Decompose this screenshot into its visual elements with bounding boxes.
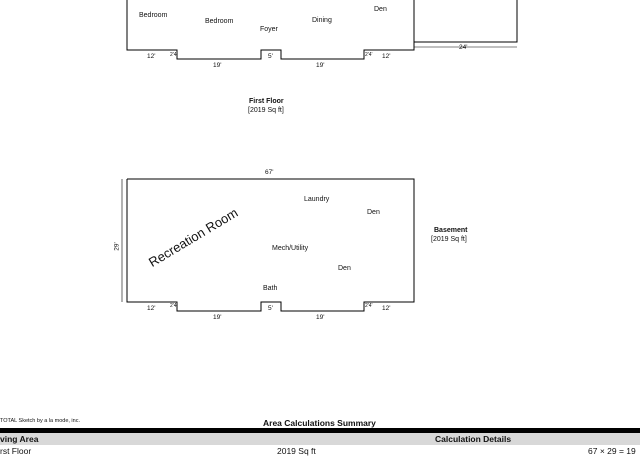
dim-label: 12' — [147, 305, 156, 312]
summary-title: Area Calculations Summary — [263, 418, 376, 428]
row-floor-name: rst Floor — [0, 446, 32, 456]
room-label-den: Den — [374, 6, 387, 13]
room-label-bedroom: Bedroom — [205, 18, 234, 25]
row-floor-area: 2019 Sq ft — [277, 446, 316, 456]
dim-label: 2'4' — [365, 303, 373, 309]
room-label-dining: Dining — [312, 17, 332, 24]
floor-area: [2019 Sq ft] — [431, 236, 467, 243]
room-label-den: Den — [367, 209, 380, 216]
dim-label: 19' — [316, 314, 325, 321]
dimension-lines — [121, 46, 517, 302]
summary-divider — [0, 428, 640, 433]
dim-label: 19' — [316, 62, 325, 69]
dim-label: 2'4' — [365, 52, 373, 58]
basement-wall — [126, 178, 415, 312]
col-header-calculation-details: Calculation Details — [435, 434, 512, 444]
room-label-den: Den — [338, 265, 351, 272]
dim-label: 2'4' — [170, 52, 178, 58]
dim-label: 29' — [113, 242, 121, 251]
floor-title: Basement — [434, 227, 468, 234]
first-floor-annex-wall — [414, 0, 518, 43]
software-credit: TOTAL Sketch by a la mode, inc. — [0, 418, 80, 424]
dim-label: 19' — [213, 62, 222, 69]
dim-label: 5' — [268, 53, 273, 60]
dim-label: 5' — [268, 305, 273, 312]
basement-outline — [126, 178, 415, 312]
summary-header-row: ving Area Calculation Details — [0, 433, 640, 445]
floor-title: First Floor — [249, 98, 284, 105]
dim-label: 19' — [213, 314, 222, 321]
room-label-mech-utility: Mech/Utility — [272, 245, 309, 252]
first-floor-outline — [126, 0, 518, 60]
dim-label: 2'4' — [170, 303, 178, 309]
dim-label: 12' — [147, 53, 156, 60]
row-calculation: 67 × 29 = 19 — [588, 446, 636, 456]
dim-label: 24' — [459, 44, 468, 51]
room-label-laundry: Laundry — [304, 196, 330, 203]
dim-label: 12' — [382, 53, 391, 60]
room-label-bath: Bath — [263, 285, 278, 292]
room-label-bedroom: Bedroom — [139, 12, 168, 19]
col-header-living-area: ving Area — [0, 434, 39, 444]
room-label-foyer: Foyer — [260, 26, 278, 33]
dim-label: 12' — [382, 305, 391, 312]
floor-area: [2019 Sq ft] — [248, 107, 284, 114]
dim-label: 67' — [265, 169, 274, 176]
summary-data-row: rst Floor 2019 Sq ft 67 × 29 = 19 — [0, 445, 640, 460]
first-floor-main-wall — [126, 0, 415, 60]
